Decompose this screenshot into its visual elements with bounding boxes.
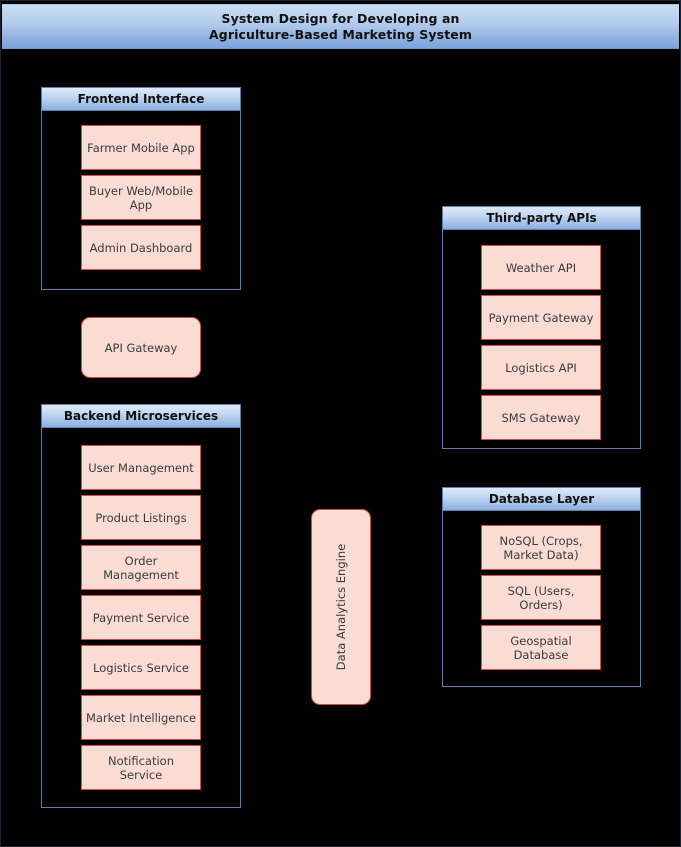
node-buyer-web-mobile-app[interactable]: Buyer Web/Mobile App bbox=[81, 175, 201, 220]
node-order-management[interactable]: Order Management bbox=[81, 545, 201, 590]
node-label: NoSQL (Crops, Market Data) bbox=[499, 533, 583, 562]
diagram-title-line-1: System Design for Developing an bbox=[221, 10, 460, 26]
node-label: Farmer Mobile App bbox=[87, 140, 195, 155]
panel-database-layer-header: Database Layer bbox=[442, 487, 641, 511]
panel-database-layer-title: Database Layer bbox=[488, 492, 595, 506]
node-logistics-api[interactable]: Logistics API bbox=[481, 345, 601, 390]
node-market-intelligence[interactable]: Market Intelligence bbox=[81, 695, 201, 740]
node-user-management[interactable]: User Management bbox=[81, 445, 201, 490]
panel-frontend-interface-header: Frontend Interface bbox=[41, 87, 241, 111]
node-payment-gateway[interactable]: Payment Gateway bbox=[481, 295, 601, 340]
panel-third-party-apis-title: Third-party APIs bbox=[486, 211, 597, 225]
node-label: Payment Service bbox=[92, 610, 190, 625]
node-admin-dashboard[interactable]: Admin Dashboard bbox=[81, 225, 201, 270]
panel-frontend-interface-title: Frontend Interface bbox=[77, 92, 205, 106]
node-label: SQL (Users, Orders) bbox=[507, 583, 575, 612]
node-label: Data Analytics Engine bbox=[334, 543, 348, 671]
node-label: Logistics API bbox=[505, 360, 577, 375]
node-geospatial-database[interactable]: Geospatial Database bbox=[481, 625, 601, 670]
node-label: API Gateway bbox=[104, 340, 178, 355]
diagram-title-line-2: Agriculture-Based Marketing System bbox=[209, 26, 472, 42]
node-notification-service[interactable]: Notification Service bbox=[81, 745, 201, 790]
panel-backend-microservices-title: Backend Microservices bbox=[63, 409, 219, 423]
node-weather-api[interactable]: Weather API bbox=[481, 245, 601, 290]
node-sms-gateway[interactable]: SMS Gateway bbox=[481, 395, 601, 440]
node-label: Geospatial Database bbox=[510, 633, 572, 662]
node-nosql-database[interactable]: NoSQL (Crops, Market Data) bbox=[481, 525, 601, 570]
diagram-title-bar: System Design for Developing an Agricult… bbox=[2, 4, 679, 49]
node-label: SMS Gateway bbox=[501, 410, 581, 425]
node-label: Weather API bbox=[505, 260, 577, 275]
node-logistics-service[interactable]: Logistics Service bbox=[81, 645, 201, 690]
node-label: Logistics Service bbox=[93, 660, 189, 675]
panel-backend-microservices-header: Backend Microservices bbox=[41, 404, 241, 428]
node-sql-database[interactable]: SQL (Users, Orders) bbox=[481, 575, 601, 620]
node-label: Order Management bbox=[103, 553, 179, 582]
node-label: Admin Dashboard bbox=[89, 240, 193, 255]
node-data-analytics-engine[interactable]: Data Analytics Engine bbox=[311, 509, 371, 705]
node-label: Notification Service bbox=[108, 753, 174, 782]
node-label: Market Intelligence bbox=[85, 710, 197, 725]
panel-third-party-apis-header: Third-party APIs bbox=[442, 206, 641, 230]
node-label: Product Listings bbox=[95, 510, 187, 525]
node-farmer-mobile-app[interactable]: Farmer Mobile App bbox=[81, 125, 201, 170]
node-product-listings[interactable]: Product Listings bbox=[81, 495, 201, 540]
node-label: User Management bbox=[88, 460, 194, 475]
node-label: Payment Gateway bbox=[488, 310, 594, 325]
node-label: Buyer Web/Mobile App bbox=[88, 183, 194, 212]
node-api-gateway[interactable]: API Gateway bbox=[81, 317, 201, 378]
node-payment-service[interactable]: Payment Service bbox=[81, 595, 201, 640]
